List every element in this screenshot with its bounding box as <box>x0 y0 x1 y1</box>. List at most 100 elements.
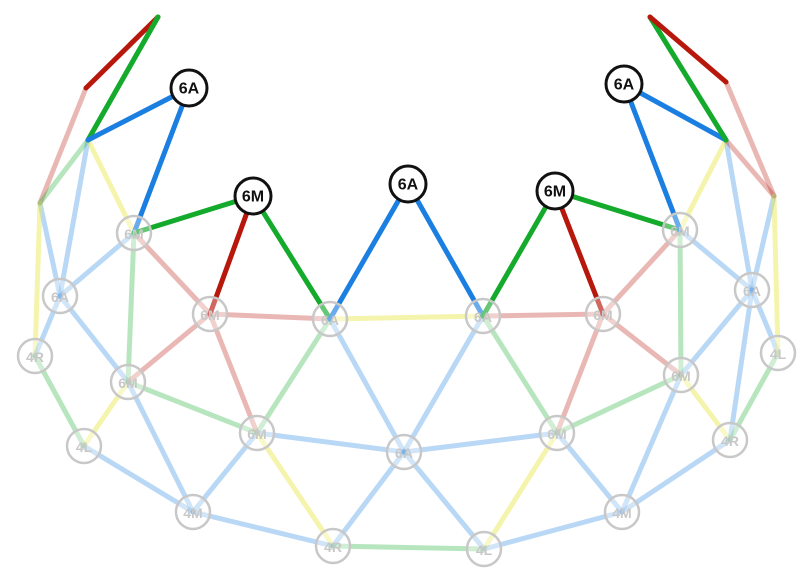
faded-strut <box>677 227 684 378</box>
hub-label: 6A <box>398 177 419 194</box>
hub-node-faded: 4L <box>759 334 797 372</box>
hub-circle <box>388 164 428 204</box>
hub-circle <box>535 171 575 211</box>
hub-label: 4M <box>612 505 631 521</box>
hub-node-faded: 6A <box>733 271 771 309</box>
hub-node-faded: 6M <box>661 211 699 249</box>
faded-strut <box>254 430 407 455</box>
hub-label: 4R <box>721 433 739 449</box>
faded-strut <box>81 379 131 449</box>
hub-node-faded: 4R <box>16 337 54 375</box>
faded-strut <box>401 449 487 552</box>
faded-strut <box>619 437 733 515</box>
hub-label: 6M <box>547 426 566 442</box>
faded-strut <box>81 443 196 515</box>
hub-label: 6M <box>671 368 690 384</box>
hub-circle <box>41 277 79 315</box>
strut-green <box>552 188 683 233</box>
hub-circle <box>604 64 644 104</box>
faded-strut <box>401 430 560 455</box>
faded-strut <box>723 79 777 199</box>
faded-strut <box>32 200 43 359</box>
hub-circle <box>385 433 423 471</box>
hub-node-faded: 6A <box>385 433 423 471</box>
faded-strut <box>37 85 89 206</box>
hub-circle <box>174 493 212 531</box>
strut-green <box>647 14 729 143</box>
hub-node-faded: 6A <box>41 277 79 315</box>
hub-circle <box>584 295 622 333</box>
strut-red <box>207 193 256 317</box>
hub-label: 6M <box>124 226 143 242</box>
faded-strut <box>254 316 333 436</box>
hub-circle <box>238 414 276 452</box>
hub-node-faded: 6M <box>584 295 622 333</box>
faded-strut <box>727 287 755 443</box>
hub-circle <box>711 421 749 459</box>
hub-circle <box>661 211 699 249</box>
hub-label: 4R <box>324 539 342 555</box>
hub-label: 6A <box>743 283 761 299</box>
hub-label: 6M <box>242 189 264 206</box>
faded-strut <box>125 379 196 515</box>
faded-strut <box>190 509 336 549</box>
strut-red <box>552 188 606 317</box>
faded-strut <box>480 311 606 319</box>
strut-blue <box>621 81 683 233</box>
hub-node-faded: 6A <box>464 297 502 335</box>
hub-label: 6M <box>118 375 137 391</box>
strut-blue <box>327 181 411 322</box>
faded-strut <box>481 430 560 552</box>
hub-circle <box>314 527 352 565</box>
hub-circle <box>759 334 797 372</box>
hub-circle <box>115 214 153 252</box>
faded-strut <box>480 313 560 436</box>
faded-strut <box>207 311 260 436</box>
hub-node-faded: 4R <box>711 421 749 459</box>
hub-node-faded: 6A <box>311 300 349 338</box>
faded-strut <box>327 313 486 322</box>
hub-label: 6A <box>614 77 635 94</box>
hub-node-faded: 4R <box>314 527 352 565</box>
hub-label: 6A <box>474 309 492 325</box>
hub-node-active: 6M <box>535 171 575 211</box>
strut-blue <box>405 181 486 319</box>
hub-circle <box>233 176 273 216</box>
hub-node-faded: 6M <box>115 214 153 252</box>
hub-circle <box>169 68 209 108</box>
faded-strut <box>678 287 755 378</box>
hub-node-faded: 4L <box>65 427 103 465</box>
hub-label: 6M <box>247 426 266 442</box>
hub-circle <box>464 297 502 335</box>
strut-red <box>83 14 161 91</box>
strut-blue <box>131 85 192 236</box>
faded-strut <box>619 372 684 515</box>
faded-strut <box>330 449 407 549</box>
hub-circle <box>733 271 771 309</box>
faded-strut <box>749 287 781 356</box>
faded-strut <box>37 137 91 206</box>
hub-node-faded: 4M <box>603 493 641 531</box>
faded-strut <box>554 372 684 436</box>
strut-green <box>250 193 333 322</box>
hub-circle <box>538 414 576 452</box>
strut-green <box>131 193 256 236</box>
hub-node-faded: 4L <box>465 530 503 568</box>
faded-strut <box>125 230 137 385</box>
hub-node-faded: 4M <box>174 493 212 531</box>
hub-label: 6M <box>593 307 612 323</box>
hub-node-faded: 6M <box>662 356 700 394</box>
faded-strut <box>57 293 131 385</box>
hub-label: 6M <box>544 184 566 201</box>
hub-node-faded: 6M <box>238 414 276 452</box>
hub-node-faded: 6M <box>538 414 576 452</box>
hub-label: 6M <box>200 307 219 323</box>
faded-strut <box>401 313 486 455</box>
faded-strut <box>32 293 63 359</box>
hub-circle <box>191 295 229 333</box>
strut-red <box>647 14 729 85</box>
hub-label: 6A <box>51 289 69 305</box>
hub-circle <box>311 300 349 338</box>
hub-circle <box>16 337 54 375</box>
